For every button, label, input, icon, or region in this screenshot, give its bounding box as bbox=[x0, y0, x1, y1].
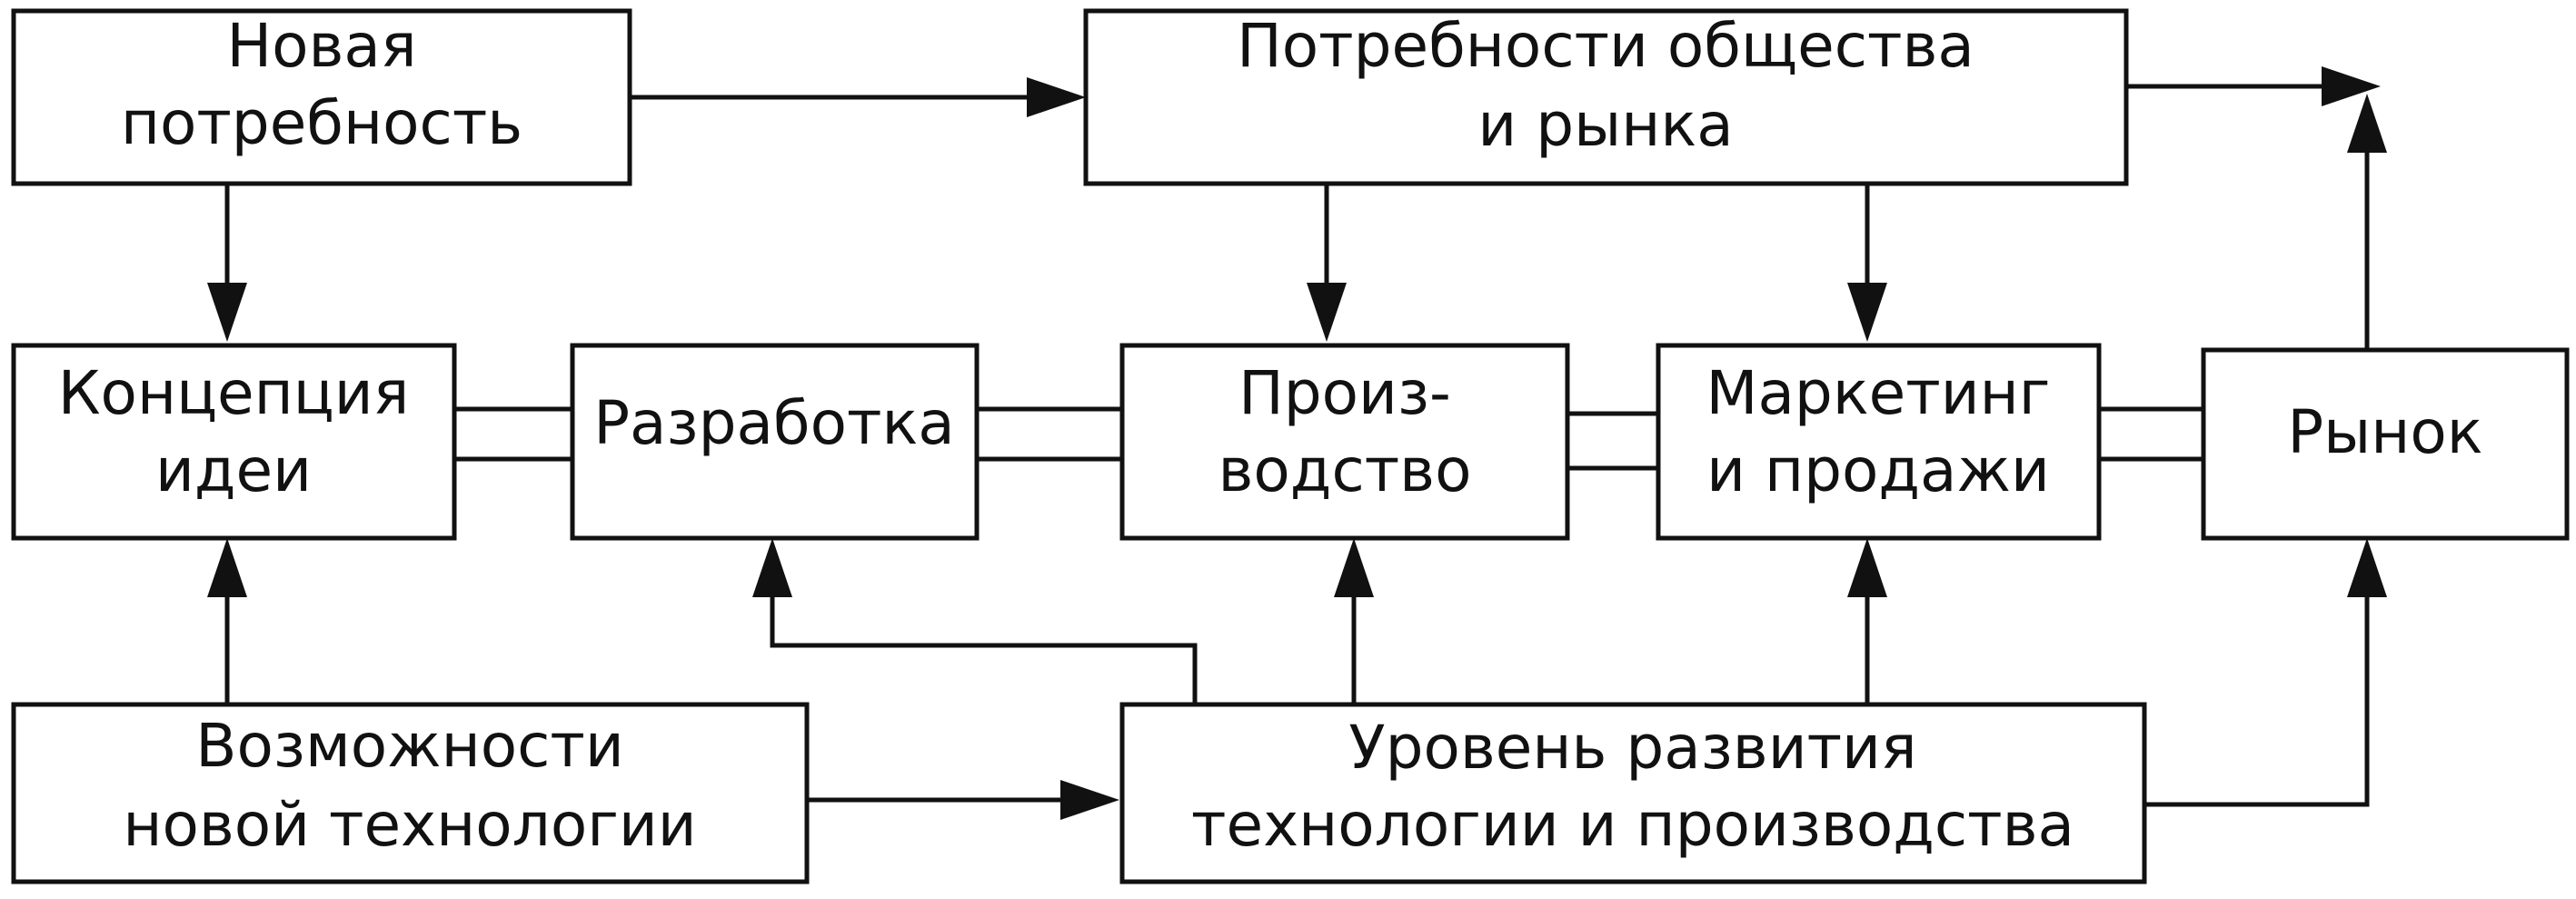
node-new-need-line1: Новая bbox=[226, 11, 416, 81]
node-new-tech-possibilities-line1: Возможности bbox=[195, 711, 624, 781]
node-marketing-sales: Маркетинг и продажи bbox=[1656, 343, 2102, 541]
node-production-line2: водство bbox=[1218, 435, 1472, 505]
arrowhead-right-icon bbox=[1027, 77, 1086, 117]
node-development-line1: Разработка bbox=[593, 388, 955, 458]
arrowhead-down-icon bbox=[1847, 283, 1887, 342]
arrowhead-down-icon bbox=[1307, 283, 1347, 342]
arrowhead-down-icon bbox=[207, 283, 247, 342]
arrowhead-right-icon bbox=[2322, 66, 2381, 106]
double-link-idea-development bbox=[452, 406, 575, 462]
arrow-tech-level-to-development bbox=[770, 588, 1198, 707]
arrowheads bbox=[207, 66, 2387, 820]
arrow-tech-level-to-market bbox=[2142, 588, 2370, 807]
node-new-tech-possibilities: Возможности новой технологии bbox=[11, 702, 810, 884]
node-idea-concept-line1: Концепция bbox=[58, 358, 410, 428]
node-idea-concept-line2: идеи bbox=[155, 435, 312, 505]
node-society-market-needs-line2: и рынка bbox=[1477, 90, 1733, 160]
node-marketing-sales-line1: Маркетинг bbox=[1706, 358, 2051, 428]
arrowhead-up-icon bbox=[1334, 538, 1374, 597]
arrowhead-up-icon bbox=[2347, 94, 2387, 153]
arrowhead-right-icon bbox=[1060, 780, 1119, 820]
node-new-need-line2: потребность bbox=[121, 88, 522, 158]
node-market: Рынок bbox=[2201, 347, 2570, 541]
node-development: Разработка bbox=[570, 343, 980, 541]
node-society-market-needs: Потребности общества и рынка bbox=[1083, 8, 2129, 186]
node-production-line1: Произ- bbox=[1238, 358, 1451, 428]
double-link-development-production bbox=[974, 406, 1125, 462]
double-link-marketing-market bbox=[2096, 406, 2206, 462]
node-market-line1: Рынок bbox=[2287, 397, 2482, 467]
node-tech-production-level-line2: технологии и производства bbox=[1191, 790, 2074, 860]
node-society-market-needs-line1: Потребности общества bbox=[1237, 11, 1974, 81]
arrowhead-up-icon bbox=[2347, 538, 2387, 597]
node-new-tech-possibilities-line2: новой технологии bbox=[123, 790, 696, 860]
node-idea-concept: Концепция идеи bbox=[11, 343, 457, 541]
connectors bbox=[224, 84, 2370, 807]
node-marketing-sales-line2: и продажи bbox=[1706, 435, 2050, 505]
node-tech-production-level-line1: Уровень развития bbox=[1348, 713, 1916, 783]
arrowhead-up-icon bbox=[1847, 538, 1887, 597]
double-link-production-marketing bbox=[1565, 411, 1661, 471]
node-tech-production-level: Уровень развития технологии и производст… bbox=[1119, 702, 2147, 884]
arrowhead-up-icon bbox=[752, 538, 792, 597]
arrowhead-up-icon bbox=[207, 538, 247, 597]
node-production: Произ- водство bbox=[1119, 343, 1570, 541]
node-new-need: Новая потребность bbox=[11, 8, 632, 186]
